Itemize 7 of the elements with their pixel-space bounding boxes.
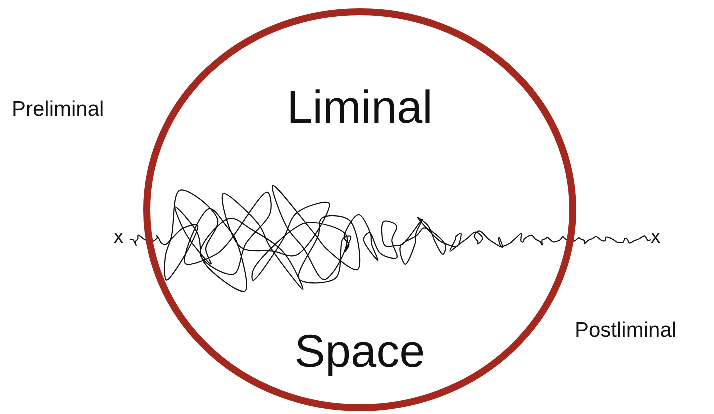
stage-label: Postliminal: [575, 318, 677, 344]
circle-shape: [143, 8, 577, 412]
stage-label: Preliminal: [12, 97, 104, 122]
circle-label: Space: [294, 324, 426, 379]
x-marker: x: [651, 227, 660, 250]
circle-label: Liminal: [287, 80, 433, 135]
x-marker: x: [114, 227, 124, 250]
